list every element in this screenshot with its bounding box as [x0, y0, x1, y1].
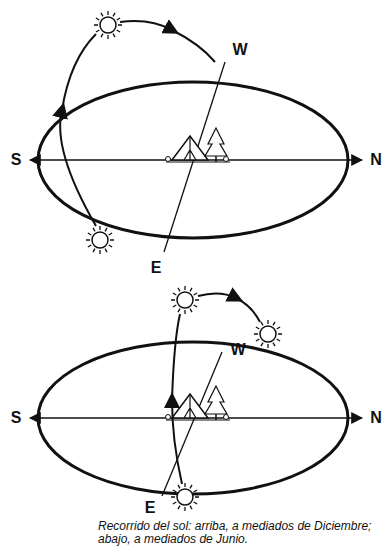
compass-label: W — [232, 42, 247, 58]
compass-label: S — [11, 410, 22, 426]
compass-label: E — [151, 260, 162, 276]
compass-label: S — [11, 152, 22, 168]
compass-label: N — [370, 410, 382, 426]
compass-label: N — [370, 152, 382, 168]
compass-label: W — [230, 342, 245, 358]
figure-caption: Recorrido del sol: arriba, a mediados de… — [98, 520, 386, 546]
compass-label: E — [145, 500, 156, 516]
